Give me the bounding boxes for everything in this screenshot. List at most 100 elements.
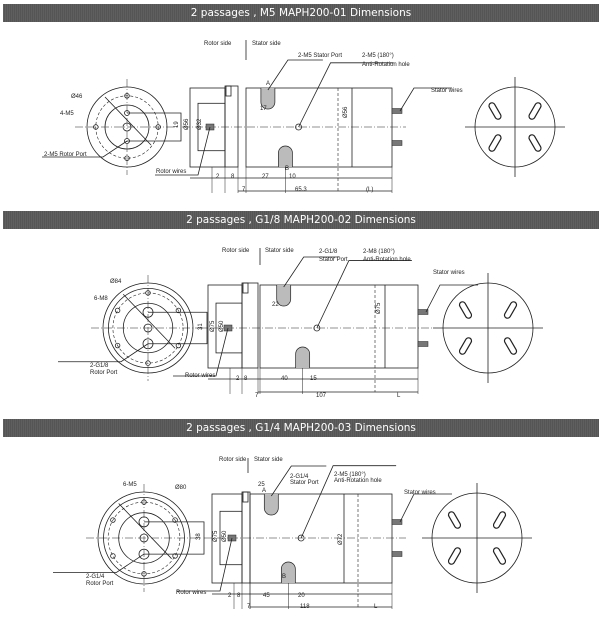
bolt-hole <box>124 93 130 99</box>
wire-slot <box>528 134 542 152</box>
label-d-l: L <box>397 393 401 399</box>
label-anti-2: Anti-Rotation hole <box>363 257 411 263</box>
label-rotor-wires: Rotor wires <box>185 373 215 379</box>
bolt-hole <box>175 342 182 349</box>
label-b: B <box>285 166 289 172</box>
stator-port-b-section <box>280 561 296 583</box>
bolt-hole <box>114 342 121 349</box>
label-d-body: Ø56 <box>343 106 349 118</box>
label-d10: 20 <box>298 593 305 599</box>
label-anti-1: 2-M5 (180°) <box>334 472 366 478</box>
screw-block <box>225 85 232 97</box>
stator-wires-leader <box>399 493 452 523</box>
wire-slot <box>488 102 502 120</box>
label-d27: 27 <box>262 174 269 180</box>
label-bolts: 6-M8 <box>94 296 108 302</box>
label-d-body: Ø75 <box>376 302 382 314</box>
label-stator-side: Stator side <box>254 457 283 463</box>
bolt-hole <box>93 124 99 130</box>
stator-port-leader <box>283 256 339 288</box>
anti-rotation-leader <box>300 465 397 539</box>
label-anti-1: 2-M8 (180°) <box>363 249 395 255</box>
stator-wire-fitting <box>417 341 429 347</box>
bearing-plate <box>241 491 251 584</box>
label-d-l: (L) <box>366 187 373 193</box>
front-view <box>42 79 182 175</box>
label-stator-port: 2-G1/8 <box>319 249 338 255</box>
label-b: B <box>282 574 286 580</box>
stator-body <box>245 87 393 168</box>
label-rotor-port-1: 2-G1/8 <box>90 363 109 369</box>
stator-wire-fitting <box>417 309 429 315</box>
label-d-flange: Ø56 <box>184 118 190 130</box>
shaft-hub <box>139 533 149 543</box>
label-rotor-wires: Rotor wires <box>176 590 206 596</box>
label-a: A <box>266 81 270 87</box>
stator-wire-fitting <box>391 551 403 557</box>
bolt-hole <box>172 517 178 523</box>
end-view <box>422 483 532 593</box>
label-d2: 2 <box>216 174 220 180</box>
label-d-l: L <box>374 604 378 610</box>
label-rotor-port-2: Rotor Port <box>86 581 114 587</box>
bolt-hole <box>172 553 178 559</box>
rotor-port-leader <box>42 140 128 158</box>
label-d17: 25 <box>258 482 265 488</box>
label-d7: 7 <box>255 393 259 399</box>
label-d7: 7 <box>242 187 246 193</box>
anti-rotation-leader <box>298 62 394 128</box>
label-dia-pcd: Ø84 <box>110 279 122 285</box>
stator-port-b-section <box>295 346 311 368</box>
label-d-flange: Ø75 <box>213 530 219 542</box>
bolt-hole <box>175 307 182 314</box>
label-d2: 2 <box>236 376 240 382</box>
label-anti-2: Anti-Rotation hole <box>334 478 382 484</box>
stator-wires-leader <box>399 87 452 112</box>
section-header-maph200-03: 2 passages , G1/4 MAPH200-03 Dimensions <box>3 419 599 437</box>
label-d-len: 118 <box>300 604 310 610</box>
wire-slot <box>492 511 507 529</box>
label-rotor-wires: Rotor wires <box>156 169 186 175</box>
side-view <box>155 40 452 193</box>
screw-block <box>242 491 249 503</box>
wire-slot <box>528 102 542 120</box>
stator-port-a-section <box>263 494 279 516</box>
anti-rotation-hole <box>313 324 321 332</box>
label-rotor-port-1: 2-M5 Rotor Port <box>44 152 87 158</box>
port-spacing-dimension <box>127 112 182 142</box>
label-d8: 8 <box>237 593 241 599</box>
label-d10: 10 <box>289 174 296 180</box>
stator-body <box>259 284 419 369</box>
label-stator-port-2: Stator Port <box>290 480 319 486</box>
label-stator-wires: Stator wires <box>431 88 463 94</box>
stator-port-a-section <box>276 285 292 307</box>
label-d-len: 65.3 <box>295 187 307 193</box>
wire-slot <box>492 547 507 565</box>
label-d8: 8 <box>231 174 235 180</box>
bolt-hole <box>110 553 116 559</box>
bolt-hole <box>110 517 116 523</box>
label-stator-side: Stator side <box>265 248 294 254</box>
label-stator-side: Stator side <box>252 41 281 47</box>
label-d19: 19 <box>174 121 180 128</box>
label-dia-pcd: Ø46 <box>71 94 83 100</box>
bolt-hole <box>141 571 147 577</box>
label-anti-1: 2-M5 (180°) <box>362 53 394 59</box>
wire-slot <box>503 337 518 355</box>
rotor-port-leader <box>53 553 145 573</box>
pcd-leader <box>104 96 152 146</box>
wire-slot <box>503 301 518 319</box>
wire-slot <box>488 134 502 152</box>
label-d27: 40 <box>281 376 288 382</box>
pcd-leader <box>122 293 176 349</box>
stator-port-leader <box>270 465 327 497</box>
stator-port-leader <box>267 59 323 91</box>
label-d-boss: Ø50 <box>219 320 225 332</box>
bolt-hole <box>141 499 147 505</box>
bearing-plate <box>224 85 239 168</box>
end-view <box>433 273 543 383</box>
stator-port-a-section <box>260 88 276 110</box>
